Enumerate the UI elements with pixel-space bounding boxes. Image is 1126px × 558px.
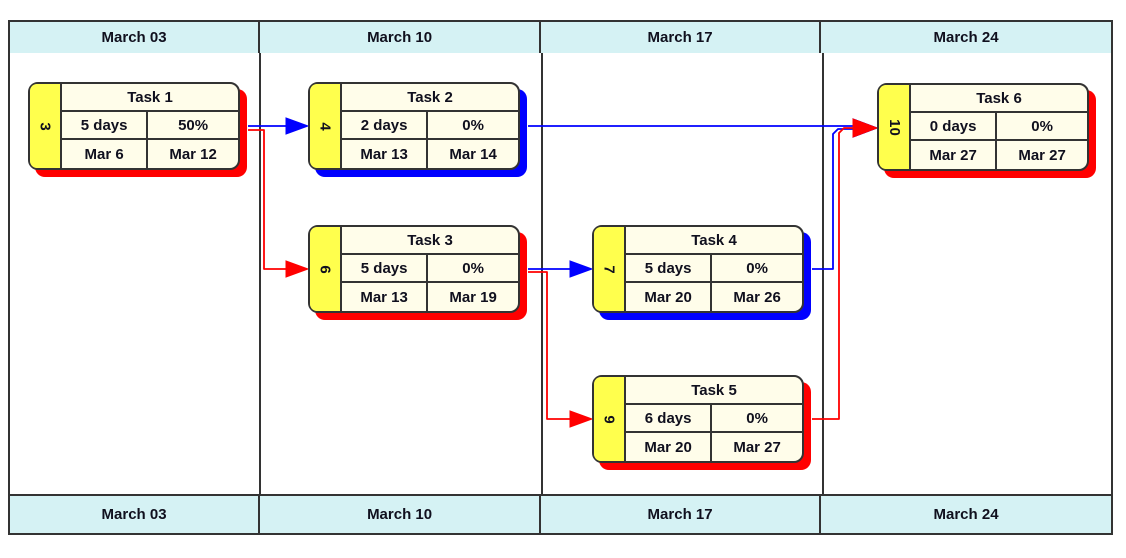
task-start-date: Mar 20 [626,283,713,311]
timescale-top-week-2: March 10 [260,22,542,53]
week-gridline [822,53,824,496]
task-duration: 5 days [342,255,429,281]
task-finish-date: Mar 27 [1018,146,1066,164]
task-percent-complete: 0% [1031,117,1053,135]
task-percent-complete: 50% [178,116,209,134]
task-finish-date: Mar 27 [733,438,781,456]
task-name: Task 3 [342,227,518,255]
task-node-task-2[interactable]: 4 Task 2 2 days 0% Mar 13 Mar 14 [308,82,520,170]
task-id-strip: 10 [879,85,911,169]
timescale-bottom-week-2: March 10 [260,496,542,533]
timescale-bottom-week-3: March 17 [541,496,822,533]
task-name: Task 6 [911,85,1087,113]
task-start-date: Mar 20 [626,433,713,461]
task-percent-complete: 0% [462,259,484,277]
task-node-task-1[interactable]: 3 Task 1 5 days 50% Mar 6 Mar 12 [28,82,240,170]
task-finish-date: Mar 12 [169,145,217,163]
task-node-task-6[interactable]: 10 Task 6 0 days 0% Mar 27 Mar 27 [877,83,1089,171]
task-duration: 0 days [911,113,998,139]
task-name: Task 5 [626,377,802,405]
week-gridline [541,53,543,496]
task-duration: 2 days [342,112,429,138]
task-id: 9 [600,414,618,424]
task-duration: 5 days [626,255,713,281]
task-id: 10 [885,118,903,136]
task-node-task-3[interactable]: 6 Task 3 5 days 0% Mar 13 Mar 19 [308,225,520,313]
timescale-header-bottom: March 03 March 10 March 17 March 24 [8,494,1113,535]
task-finish-date: Mar 26 [733,288,781,306]
task-start-date: Mar 13 [342,283,429,311]
task-id: 4 [316,121,334,131]
task-card: Task 6 0 days 0% Mar 27 Mar 27 [911,85,1087,169]
task-card: Task 3 5 days 0% Mar 13 Mar 19 [342,227,518,311]
task-id: 7 [600,264,618,274]
task-id-strip: 4 [310,84,342,168]
task-id-strip: 9 [594,377,626,461]
task-name: Task 1 [62,84,238,112]
task-start-date: Mar 27 [911,141,998,169]
task-finish-date: Mar 14 [449,145,497,163]
task-card: Task 2 2 days 0% Mar 13 Mar 14 [342,84,518,168]
task-name: Task 2 [342,84,518,112]
task-start-date: Mar 13 [342,140,429,168]
timescale-top-week-3: March 17 [541,22,822,53]
timescale-top-week-1: March 03 [10,22,261,53]
task-node-task-4[interactable]: 7 Task 4 5 days 0% Mar 20 Mar 26 [592,225,804,313]
task-card: Task 4 5 days 0% Mar 20 Mar 26 [626,227,802,311]
task-finish-date: Mar 19 [449,288,497,306]
week-gridline [259,53,261,496]
timescale-top-week-4: March 24 [933,29,999,46]
task-id: 3 [36,121,54,131]
timescale-bottom-week-4: March 24 [933,506,999,523]
task-duration: 5 days [62,112,149,138]
task-percent-complete: 0% [746,259,768,277]
timescale-bottom-week-1: March 03 [10,496,261,533]
task-percent-complete: 0% [746,409,768,427]
task-node-task-5[interactable]: 9 Task 5 6 days 0% Mar 20 Mar 27 [592,375,804,463]
task-card: Task 5 6 days 0% Mar 20 Mar 27 [626,377,802,461]
task-start-date: Mar 6 [62,140,149,168]
task-id-strip: 7 [594,227,626,311]
task-id-strip: 3 [30,84,62,168]
task-id-strip: 6 [310,227,342,311]
task-duration: 6 days [626,405,713,431]
task-card: Task 1 5 days 50% Mar 6 Mar 12 [62,84,238,168]
task-percent-complete: 0% [462,116,484,134]
timescale-header-top: March 03 March 10 March 17 March 24 [8,20,1113,55]
task-id: 6 [316,264,334,274]
task-name: Task 4 [626,227,802,255]
